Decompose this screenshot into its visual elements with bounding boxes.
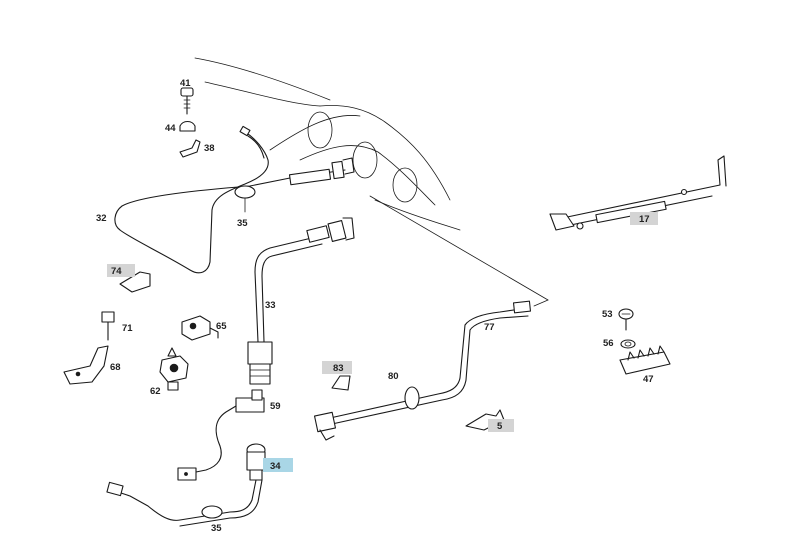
label-56[interactable]: 56: [603, 338, 614, 349]
label-59[interactable]: 59: [270, 401, 281, 412]
harness-connector: [177, 445, 222, 481]
bolt-41-icon: [180, 87, 194, 115]
screw-53-icon: [618, 308, 634, 331]
cable-35-lower: [106, 479, 263, 527]
label-44[interactable]: 44: [165, 123, 176, 134]
grommet-35-upper-icon: [234, 185, 256, 213]
sensor-65-icon: [181, 315, 219, 341]
label-35-upper[interactable]: 35: [237, 218, 248, 229]
clip-74-icon: [119, 271, 151, 293]
clip-holder-47-icon: [619, 345, 671, 375]
label-68[interactable]: 68: [110, 362, 121, 373]
sensor-62-icon: [159, 347, 189, 391]
bolt-71-icon: [101, 311, 115, 341]
label-35-lower[interactable]: 35: [211, 523, 222, 534]
bracket-5-icon: [465, 409, 505, 431]
clip-83-icon: [331, 375, 351, 391]
connector-59-icon: [215, 389, 265, 447]
label-38[interactable]: 38: [204, 143, 215, 154]
label-65[interactable]: 65: [216, 321, 227, 332]
cable-77-80: [313, 300, 532, 441]
label-33[interactable]: 33: [265, 300, 276, 311]
label-5[interactable]: 5: [497, 421, 503, 432]
bracket-68-icon: [63, 345, 109, 385]
label-34[interactable]: 34: [270, 461, 281, 472]
washer-56-icon: [620, 339, 636, 349]
label-41[interactable]: 41: [180, 78, 191, 89]
label-53[interactable]: 53: [602, 309, 613, 320]
sensor-34-icon: [246, 443, 266, 481]
vehicle-body-outline: [194, 57, 549, 307]
label-80[interactable]: 80: [388, 371, 399, 382]
highlight-74: [107, 264, 135, 277]
highlight-83: [322, 361, 352, 374]
label-83[interactable]: 83: [333, 363, 344, 374]
nut-44-icon: [179, 120, 196, 132]
highlight-5: [488, 419, 514, 432]
label-17[interactable]: 17: [639, 214, 650, 225]
clip-38-icon: [179, 139, 201, 158]
label-47[interactable]: 47: [643, 374, 654, 385]
speedometer-cable-33: [247, 217, 355, 385]
highlight-34: [263, 458, 293, 472]
highlight-17: [630, 212, 658, 225]
label-32[interactable]: 32: [96, 213, 107, 224]
label-62[interactable]: 62: [150, 386, 161, 397]
label-77[interactable]: 77: [484, 322, 495, 333]
speedometer-cable-32: [114, 125, 355, 274]
label-71[interactable]: 71: [122, 323, 133, 334]
label-74[interactable]: 74: [111, 266, 122, 277]
